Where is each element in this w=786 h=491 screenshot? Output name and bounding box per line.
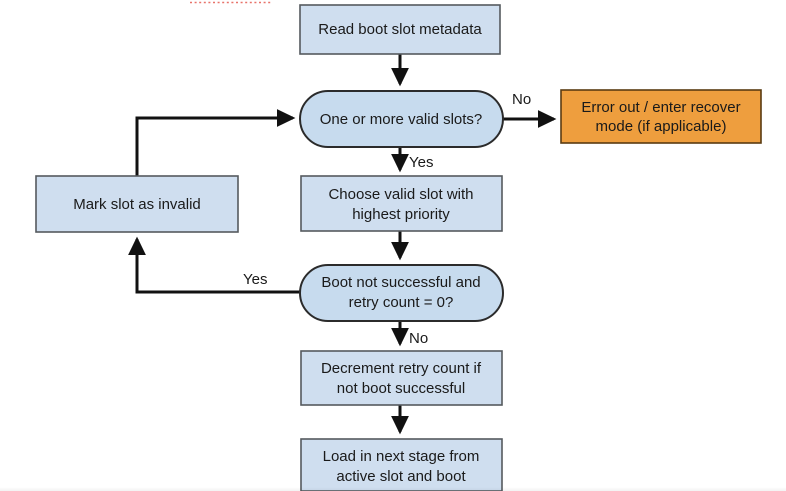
node-read-boot-slot-metadata[interactable]: Read boot slot metadata xyxy=(299,4,501,55)
node-shape xyxy=(300,438,503,491)
node-decrement-retry-count[interactable]: Decrement retry count if not boot succes… xyxy=(300,350,503,406)
edge-label-no-retry: No xyxy=(409,330,428,347)
node-load-next-stage-active-slot[interactable]: Load in next stage from active slot and … xyxy=(300,438,503,491)
node-mark-slot-as-invalid[interactable]: Mark slot as invalid xyxy=(35,175,239,233)
node-label-line-1: Load in next stage from xyxy=(323,448,480,465)
node-label-line-2: not boot successful xyxy=(337,380,465,397)
connector-mark-invalid-to-valid-slots xyxy=(135,109,296,176)
node-shape xyxy=(300,350,503,406)
node-shape xyxy=(299,4,501,55)
edge-label-no-valid-slots: No xyxy=(512,91,531,108)
node-shape xyxy=(35,175,239,233)
node-boot-not-successful-retry-count-zero[interactable]: Boot not successful and retry count = 0? xyxy=(299,264,504,322)
node-label-line-1: Error out / enter recover xyxy=(581,99,740,116)
node-label-line-1: Decrement retry count if xyxy=(321,360,482,377)
node-label-line-2: mode (if applicable) xyxy=(596,118,727,135)
node-shape xyxy=(300,175,503,232)
node-label-line-2: active slot and boot xyxy=(336,468,466,485)
node-error-out-enter-recover-mode[interactable]: Error out / enter recover mode (if appli… xyxy=(560,89,762,144)
node-label-line-2: retry count = 0? xyxy=(349,294,454,311)
node-label-line-1: Choose valid slot with xyxy=(328,186,473,203)
node-label-line-1: Mark slot as invalid xyxy=(73,196,201,213)
edge-label-yes-retry-loop: Yes xyxy=(243,271,267,288)
connector-boot-check-yes-to-mark-invalid xyxy=(128,236,300,294)
node-shape xyxy=(560,89,762,144)
node-label-line-1: One or more valid slots? xyxy=(320,111,483,128)
node-label-line-1: Boot not successful and xyxy=(321,274,480,291)
node-one-or-more-valid-slots[interactable]: One or more valid slots? xyxy=(299,90,504,148)
edge-label-yes-valid-slots: Yes xyxy=(409,154,433,171)
node-choose-valid-slot-highest-priority[interactable]: Choose valid slot with highest priority xyxy=(300,175,503,232)
node-label-line-1: Read boot slot metadata xyxy=(318,21,482,38)
node-label-line-2: highest priority xyxy=(352,206,450,223)
node-shape xyxy=(299,264,504,322)
node-shape xyxy=(299,90,504,148)
